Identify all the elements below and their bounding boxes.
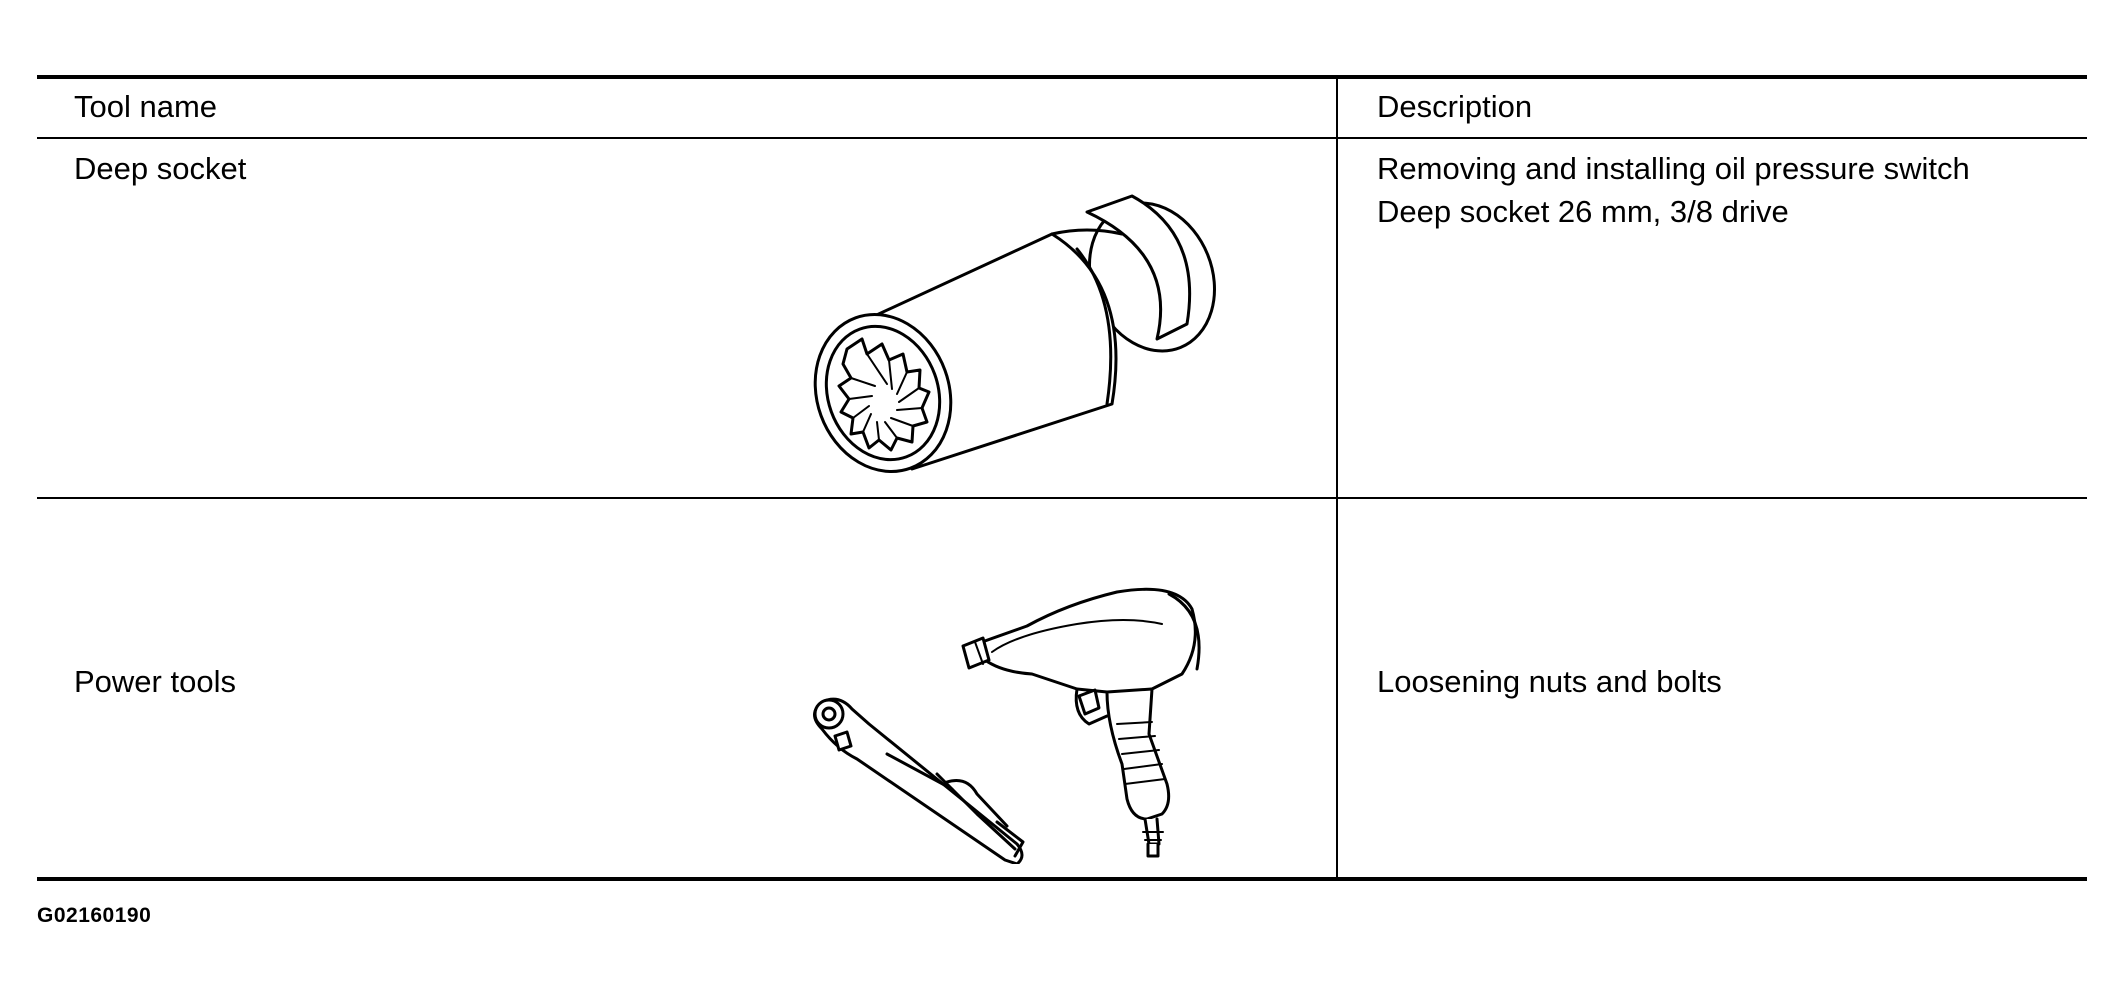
row-divider [37, 497, 2087, 499]
tool-table: Tool name Description Deep socket Removi… [37, 75, 2087, 881]
impact-wrench-icon [961, 587, 1201, 858]
header-tool-name: Tool name [74, 89, 218, 124]
deep-socket-illustration [813, 194, 1216, 473]
power-tools-illustration [813, 587, 1201, 864]
figure-code: G02160190 [37, 904, 152, 927]
air-ratchet-icon [813, 697, 1025, 864]
row-deep-socket-description-line-2: Deep socket 26 mm, 3/8 drive [1377, 194, 1789, 229]
row-power-tools-tool-name: Power tools [74, 664, 236, 699]
header-row-divider [37, 137, 2087, 139]
row-deep-socket-tool-name: Deep socket [74, 151, 247, 186]
header-description: Description [1377, 89, 1533, 124]
column-divider [1336, 79, 1338, 877]
row-deep-socket-description-line-1: Removing and installing oil pressure swi… [1377, 151, 1970, 186]
row-power-tools-description-line-1: Loosening nuts and bolts [1377, 664, 1722, 699]
